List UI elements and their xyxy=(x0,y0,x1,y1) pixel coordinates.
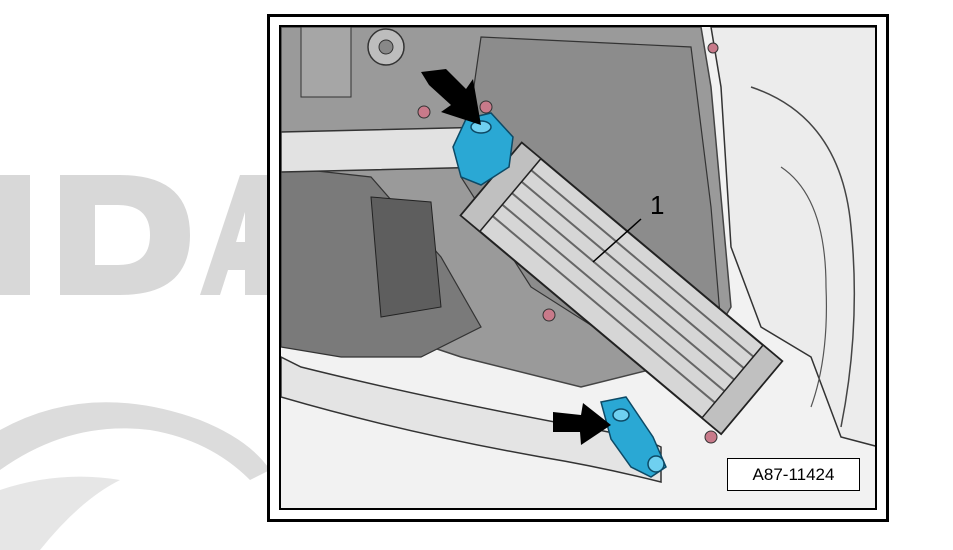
figure-panel: 1 A87-11424 xyxy=(279,25,877,510)
figure-code: A87-11424 xyxy=(727,458,860,491)
heater-core-illustration xyxy=(281,27,875,508)
arrow-right-icon xyxy=(553,403,611,445)
top-pipe-clamp xyxy=(452,112,514,186)
bottom-pipe-clamp xyxy=(600,396,667,478)
callout-number: 1 xyxy=(650,190,665,220)
arrow-down-right-icon xyxy=(421,69,481,125)
